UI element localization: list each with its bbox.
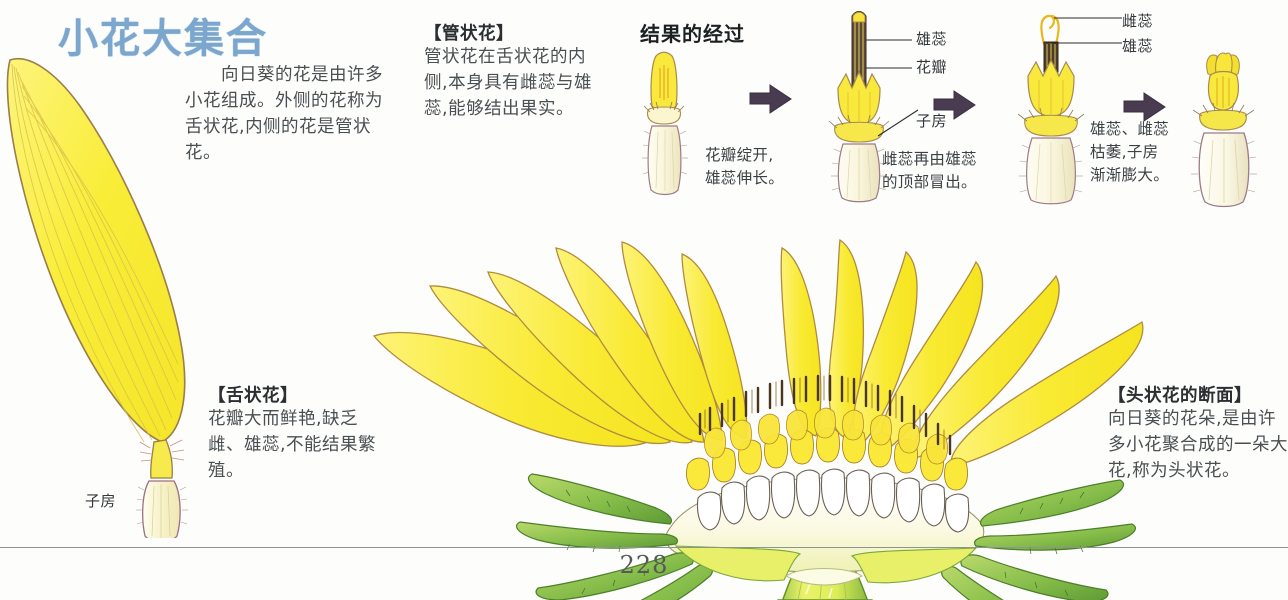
- sequence-arrow-2: [933, 90, 976, 120]
- tube-floret-heading: 【管状花】: [424, 24, 514, 44]
- sequence-arrow-1: [749, 84, 792, 114]
- stage-3-label-stamen: 雄蕊: [1122, 37, 1154, 55]
- sequence-arrow-3: [1123, 92, 1166, 122]
- intro-paragraph: 向日葵的花是由许多小花组成。外侧的花称为舌状花,内侧的花是管状花。: [185, 65, 383, 163]
- stage-2-label-ovary: 子房: [916, 112, 948, 130]
- stage-2-illustration: [828, 11, 890, 203]
- tube-floret-text: 管状花在舌状花的内侧,本身具有雌蕊与雄蕊,能够结出果实。: [424, 47, 593, 119]
- footer-rule: [0, 547, 1288, 548]
- stage-3-leader-lines: [1050, 17, 1122, 44]
- stage-3-caption: 雄蕊、雌蕊 枯萎,子房 渐渐膨大。: [1090, 120, 1170, 184]
- ray-floret-illustration: [6, 58, 188, 538]
- stage-3-label-pistil: 雌蕊: [1122, 12, 1154, 30]
- stage-3-illustration: [1017, 14, 1085, 205]
- sunflower-cross-section-illustration: [372, 238, 1144, 600]
- stage-2-leader-lines: [866, 39, 919, 137]
- ray-floret-ovary-label: 子房: [85, 492, 117, 510]
- stage-1-caption: 花瓣绽开, 雄蕊伸长。: [705, 146, 785, 187]
- sequence-title: 结果的经过: [640, 22, 745, 46]
- head-section-text: 向日葵的花朵,是由许多小花聚合成的一朵大花,称为头状花。: [1108, 409, 1288, 481]
- ray-floret-text: 花瓣大而鲜艳,缺乏雌、雄蕊,不能结果繁殖。: [208, 409, 377, 481]
- stage-4-illustration: [1191, 52, 1257, 208]
- stage-2-label-stamen: 雄蕊: [916, 30, 948, 48]
- page-number: 228: [619, 551, 669, 579]
- head-section-heading: 【头状花的断面】: [1108, 386, 1252, 406]
- stage-1-illustration: [642, 51, 688, 196]
- ray-floret-heading: 【舌状花】: [208, 386, 298, 406]
- stage-2-label-petal: 花瓣: [916, 58, 948, 76]
- page-title: 小花大集合: [58, 16, 268, 62]
- stage-2-caption: 雌蕊再由雄蕊 的顶部冒出。: [882, 150, 977, 191]
